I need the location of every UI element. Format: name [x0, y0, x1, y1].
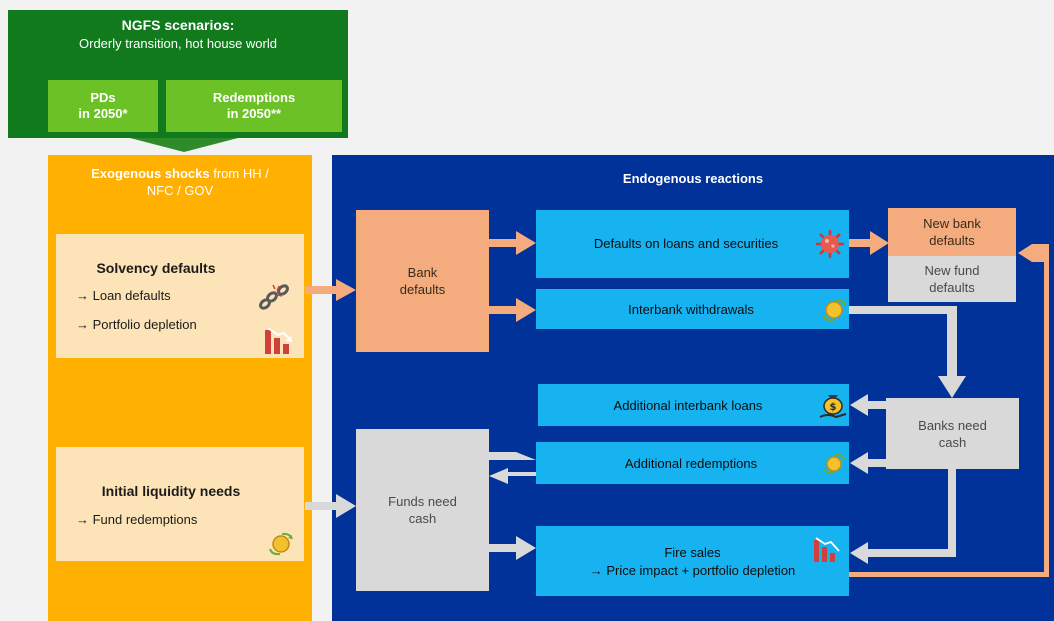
new-fund-defaults-line1: New fund — [924, 263, 980, 278]
arrow-liquidity-to-funds — [305, 494, 356, 518]
interbank-withdrawals-label: Interbank withdrawals — [628, 302, 754, 317]
money-bag-hand-icon: $ — [818, 389, 848, 421]
ngfs-pointer — [130, 138, 238, 152]
fund-redemptions-item: → Fund redemptions — [76, 512, 198, 527]
funds-need-cash-line1: Funds need — [388, 494, 457, 509]
new-fund-defaults-box: New fund defaults — [888, 256, 1016, 302]
solvency-title: Solvency defaults — [96, 260, 216, 276]
exogenous-title-bold: Exogenous shocks — [91, 166, 210, 181]
bank-defaults-line2: defaults — [399, 282, 446, 297]
coin-exchange-icon — [268, 529, 296, 557]
declining-bar-chart-icon — [812, 536, 842, 564]
virus-icon — [814, 228, 846, 260]
broken-chain-icon — [256, 282, 292, 312]
initial-liquidity-needs-box: Initial liquidity needs → Fund redemptio… — [56, 447, 304, 561]
arrow-banks-to-interbank-loans — [850, 394, 886, 416]
arrow-solvency-to-bank-defaults — [305, 279, 356, 301]
ngfs-scenarios-box: NGFS scenarios: Orderly transition, hot … — [8, 10, 348, 138]
orange-arrows — [305, 231, 1049, 577]
funds-need-cash-box: Funds need cash — [356, 429, 489, 591]
coin-exchange-icon — [822, 449, 848, 477]
new-fund-defaults-line2: defaults — [929, 280, 975, 295]
arrow-defaults-to-new-bank-defaults — [849, 231, 889, 255]
additional-interbank-loans-label: Additional interbank loans — [613, 398, 763, 413]
fire-sales-sublabel: → Price impact + portfolio depletion — [589, 563, 796, 578]
new-bank-defaults-line2: defaults — [929, 233, 975, 248]
ngfs-title: NGFS scenarios: — [121, 17, 235, 33]
arrow-redemptions-to-funds — [489, 468, 536, 484]
exogenous-shocks-column: Exogenous shocks from HH / NFC / GOV Sol… — [48, 155, 312, 621]
exogenous-title-line2: NFC / GOV — [146, 183, 214, 198]
pds-line2: in 2050* — [78, 106, 128, 121]
arrow-banks-to-fire-sales — [850, 469, 956, 564]
grey-arrows — [305, 306, 966, 564]
defaults-on-loans-label: Defaults on loans and securities — [593, 236, 779, 251]
additional-interbank-loans-box: Additional interbank loans $ — [538, 384, 849, 426]
defaults-on-loans-box: Defaults on loans and securities — [536, 210, 849, 278]
exogenous-title: Exogenous shocks from HH / NFC / GOV — [48, 165, 312, 199]
svg-text:$: $ — [830, 402, 837, 413]
additional-redemptions-label: Additional redemptions — [624, 456, 758, 471]
arrow-bank-to-interbank-withdrawals — [489, 298, 536, 322]
additional-redemptions-box: Additional redemptions — [536, 442, 849, 484]
arrow-funds-to-fire-sales — [489, 536, 536, 560]
interbank-withdrawals-box: Interbank withdrawals — [536, 289, 849, 329]
funds-need-cash-line2: cash — [408, 511, 437, 526]
redemptions-line2: in 2050** — [226, 106, 282, 121]
loan-defaults-item: → Loan defaults — [76, 288, 171, 303]
exogenous-title-rest: from HH / — [209, 166, 269, 181]
arrow-withdrawals-to-banks-need-cash — [849, 306, 966, 398]
new-bank-defaults-box: New bank defaults — [888, 208, 1016, 256]
pds-line1: PDs — [90, 90, 116, 105]
fire-sales-label: Fire sales — [664, 545, 721, 560]
endogenous-title: Endogenous reactions — [622, 171, 764, 186]
solvency-defaults-box: Solvency defaults → Loan defaults → Port… — [56, 234, 304, 358]
new-bank-defaults-line1: New bank — [923, 216, 981, 231]
bank-defaults-line1: Bank — [407, 265, 438, 280]
banks-need-cash-line1: Banks need — [918, 417, 987, 433]
arrow-funds-to-additional-redemptions — [489, 452, 536, 460]
declining-bar-chart-icon — [262, 326, 296, 356]
ngfs-subtitle: Orderly transition, hot house world — [79, 36, 277, 51]
arrow-bank-to-defaults-on-loans — [489, 231, 536, 255]
liquidity-title: Initial liquidity needs — [101, 483, 241, 499]
portfolio-depletion-item: → Portfolio depletion — [76, 317, 197, 332]
coin-exchange-icon — [820, 294, 848, 324]
fire-sales-box: Fire sales → Price impact + portfolio de… — [536, 526, 849, 596]
redemptions-line1: Redemptions — [212, 90, 296, 105]
banks-need-cash-line2: cash — [938, 434, 967, 450]
bank-defaults-box: Bank defaults — [356, 210, 489, 352]
arrow-banks-to-additional-redemptions — [850, 452, 886, 474]
